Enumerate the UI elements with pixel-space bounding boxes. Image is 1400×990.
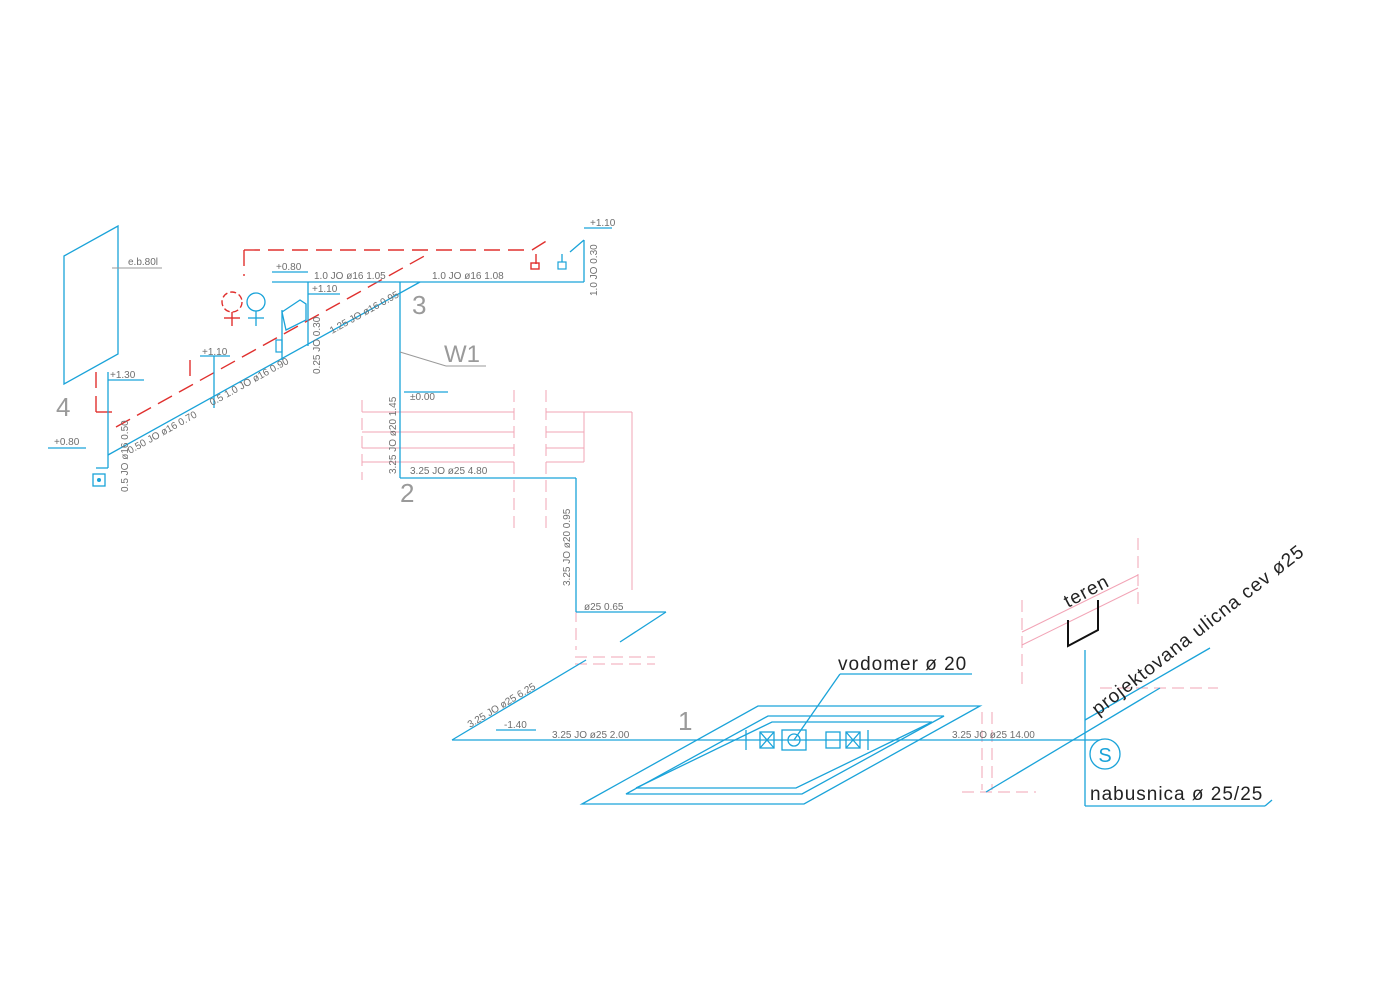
pipe-label: 0.25 JO 0.30 (312, 316, 323, 374)
pipe-label: 1.0 JO ø16 1.08 (432, 271, 504, 282)
pipe-label: 0.5 1.0 JO ø16 0.90 (208, 356, 291, 409)
pipe-label: 3.25 JO ø20 0.95 (562, 508, 573, 586)
pipe-label: 1.25 JO ø16 0.95 (328, 289, 401, 336)
pipe-label: 3.25 JO ø25 14.00 (952, 730, 1035, 741)
level-mark: +1.10 (312, 284, 338, 295)
pipe-label: 3.25 JO ø25 2.00 (552, 730, 630, 741)
pipe-label: 0.50 JO ø16 0.70 (126, 409, 199, 456)
boiler: e.b.80l (63, 224, 162, 386)
boiler-label: e.b.80l (128, 257, 158, 268)
level-mark: +1.30 (110, 370, 136, 381)
node-number-3: 3 (412, 290, 426, 320)
hot-water-lines (95, 239, 549, 428)
cold-water-lines (48, 227, 1273, 807)
pipe-label: 3.25 JO ø25 4.80 (410, 466, 488, 477)
riser-tag: W1 (444, 341, 480, 368)
node-number-2: 2 (400, 478, 414, 508)
ground-label: teren (1060, 571, 1113, 612)
pipe-label: ø25 0.65 (584, 602, 624, 613)
pipe-label: 1.0 JO ø16 1.05 (314, 271, 386, 282)
level-mark: ±0.00 (410, 392, 435, 403)
pipe-label: 0.5 JO ø16 0.50 (120, 420, 131, 492)
node-number-4: 4 (56, 392, 70, 422)
water-meter-pit (579, 673, 983, 805)
ground-and-street-connection: S (1067, 600, 1211, 770)
street-pipe-label: projektovana ulicna cev ø25 (1088, 541, 1309, 720)
tapping-sleeve-label: nabusnica ø 25/25 (1090, 784, 1263, 805)
level-mark: +1.10 (202, 347, 228, 358)
level-mark: +0.80 (276, 262, 302, 273)
level-mark: +1.10 (590, 218, 616, 229)
pipe-label: 3.25 JO ø25 6.25 (466, 681, 538, 730)
node-number-1: 1 (678, 706, 692, 736)
pipe-label: 1.0 JO 0.30 (589, 244, 600, 296)
connection-symbol: S (1098, 745, 1111, 767)
level-mark: +0.80 (54, 437, 80, 448)
water-meter-label: vodomer ø 20 (838, 654, 967, 675)
level-mark: -1.40 (504, 720, 527, 731)
pipe-label: 3.25 JO ø20 1.45 (388, 396, 399, 474)
building-structure-lines (361, 390, 1218, 793)
